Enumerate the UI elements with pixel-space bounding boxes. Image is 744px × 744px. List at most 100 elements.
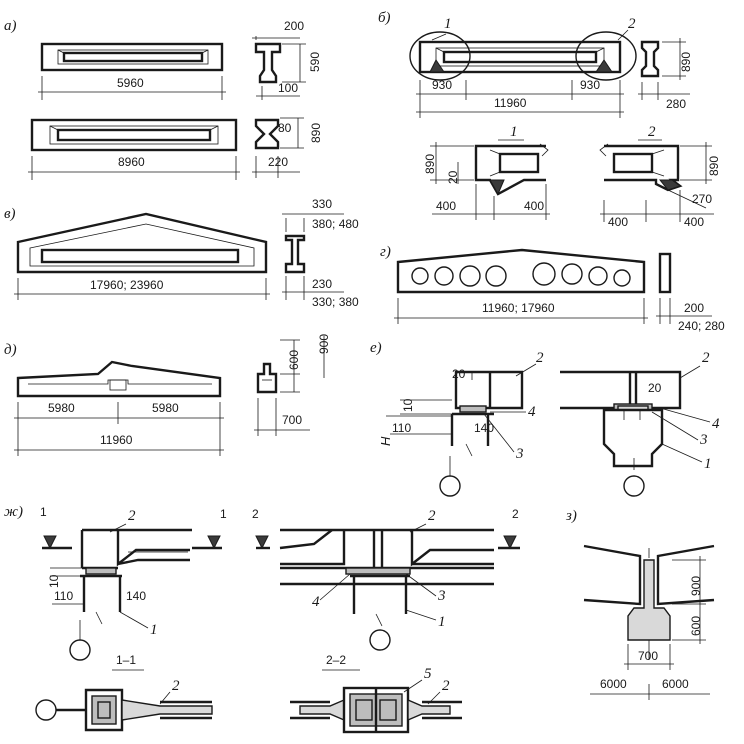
joint-e-right [560, 370, 682, 497]
dim-a-sec1-height: 590 [308, 52, 322, 72]
num-zh-sec22-5: 5 [424, 666, 432, 682]
dim-d-length: 11960 [100, 433, 133, 447]
detail-circle-1 [409, 31, 471, 81]
dim-z-span-right: 6000 [662, 677, 689, 691]
dim-g-w2: 240; 280 [678, 319, 725, 333]
dim-b-length: 11960 [494, 96, 527, 110]
dim-b-left-end: 930 [432, 78, 452, 92]
dim-v-top1: 330 [312, 197, 332, 211]
dim-a-sec1-bottom: 100 [278, 81, 298, 95]
label-d: д) [4, 342, 17, 358]
dim-e-gap20b: 20 [648, 381, 662, 395]
detail-b2 [599, 143, 683, 192]
dim-a-sec1-top: 200 [284, 19, 304, 33]
callout-b2: 2 [628, 16, 636, 32]
dim-v-top2: 380; 480 [312, 217, 359, 231]
beam-v-elevation [16, 212, 268, 274]
label-zh: ж) [4, 504, 23, 520]
dim-b-det1-w2: 400 [524, 199, 544, 213]
panel-d: д) 5980 5980 11960 600 900 700 [4, 334, 331, 456]
dim-a-sec2-height: 890 [309, 123, 323, 143]
num-zh-sec11-2: 2 [172, 678, 180, 694]
cut-1-right: 1 [220, 507, 227, 521]
dim-a1-length: 5960 [117, 76, 144, 90]
dim-b-det2-w1: 400 [608, 215, 628, 229]
joint-e-left [439, 370, 524, 497]
cut-1-left: 1 [40, 505, 47, 519]
dim-d-half1: 5980 [48, 401, 75, 415]
dim-zh-w110: 110 [54, 589, 73, 603]
beam-d-elevation [16, 360, 222, 398]
beam-a2-elevation [30, 118, 238, 152]
beam-g-elevation [396, 248, 646, 294]
beam-b-elevation [418, 40, 622, 74]
num-e-4a: 4 [528, 404, 536, 420]
detail-b1 [474, 143, 549, 196]
section-title-11: 1–1 [116, 653, 136, 667]
panel-e: е) 20 10 H 110 140 2 4 3 [370, 340, 720, 497]
dim-a-sec2-top: 80 [278, 121, 292, 135]
dim-b-det2-height: 890 [707, 156, 721, 176]
dim-b-det1-w1: 400 [436, 199, 456, 213]
dim-d-h1: 600 [287, 350, 301, 370]
dim-b-right-end: 930 [580, 78, 600, 92]
detail-b2-num: 2 [648, 124, 656, 140]
dim-b-det1-height: 890 [423, 154, 437, 174]
dim-g-length: 11960; 17960 [482, 301, 555, 315]
panel-a: а) 5960 200 590 100 [4, 18, 323, 180]
section-d [256, 362, 278, 394]
dim-v-bot1: 230 [312, 277, 332, 291]
panel-z: з) 900 600 700 6000 6000 [565, 508, 715, 700]
joint-zh-2 [255, 528, 520, 651]
dim-b-det2-slope: 270 [692, 192, 712, 206]
cut-2-right: 2 [512, 507, 519, 521]
dim-z-h900: 900 [689, 576, 703, 596]
num-zh-1b: 1 [438, 614, 446, 630]
dim-a-sec2-bottom: 220 [268, 155, 288, 169]
num-e-4b: 4 [712, 416, 720, 432]
dim-b-sec-width: 280 [666, 97, 686, 111]
dim-e-w110: 110 [392, 421, 411, 435]
beam-a1-elevation [40, 42, 224, 72]
num-zh-2a: 2 [128, 508, 136, 524]
num-zh-1a: 1 [150, 622, 158, 638]
num-e-2a: 2 [536, 350, 544, 366]
dim-d-w: 700 [282, 413, 302, 427]
callout-b1: 1 [444, 16, 452, 32]
num-e-1: 1 [704, 456, 712, 472]
panel-v: в) 17960; 23960 330 380; 480 230 330; 38… [4, 197, 359, 309]
section-v [284, 234, 306, 274]
label-a: а) [4, 18, 17, 34]
section-g [658, 252, 672, 294]
detail-circle-2 [575, 31, 637, 81]
panel-zh: ж) 1 1 2 10 110 140 1 [4, 504, 520, 734]
dim-zh-pad10: 10 [47, 574, 61, 588]
section-a1 [254, 42, 282, 84]
section-a2 [254, 118, 280, 150]
dim-e-h: H [378, 436, 393, 446]
cut-2-left: 2 [252, 507, 259, 521]
num-zh-3: 3 [437, 588, 446, 604]
beam-g-openings [411, 262, 631, 287]
dim-e-pad10: 10 [401, 398, 415, 412]
dim-b-det1-inner: 20 [446, 170, 460, 184]
num-e-3b: 3 [699, 432, 708, 448]
num-e-2b: 2 [702, 350, 710, 366]
label-b: б) [378, 10, 391, 26]
label-g: г) [380, 244, 391, 260]
num-zh-sec22-2: 2 [442, 678, 450, 694]
dim-a2-length: 8960 [118, 155, 145, 169]
dim-d-half2: 5980 [152, 401, 179, 415]
dim-b-det2-w2: 400 [684, 215, 704, 229]
joint-z [583, 544, 715, 660]
dim-e-w140: 140 [474, 421, 494, 435]
section-title-22: 2–2 [326, 653, 346, 667]
label-z: з) [565, 508, 577, 524]
dim-z-span-left: 6000 [600, 677, 627, 691]
dim-v-length: 17960; 23960 [90, 278, 164, 292]
dim-d-h2: 900 [317, 334, 331, 354]
num-zh-4: 4 [312, 594, 320, 610]
section-22 [290, 686, 462, 734]
dim-z-h600: 600 [689, 616, 703, 636]
